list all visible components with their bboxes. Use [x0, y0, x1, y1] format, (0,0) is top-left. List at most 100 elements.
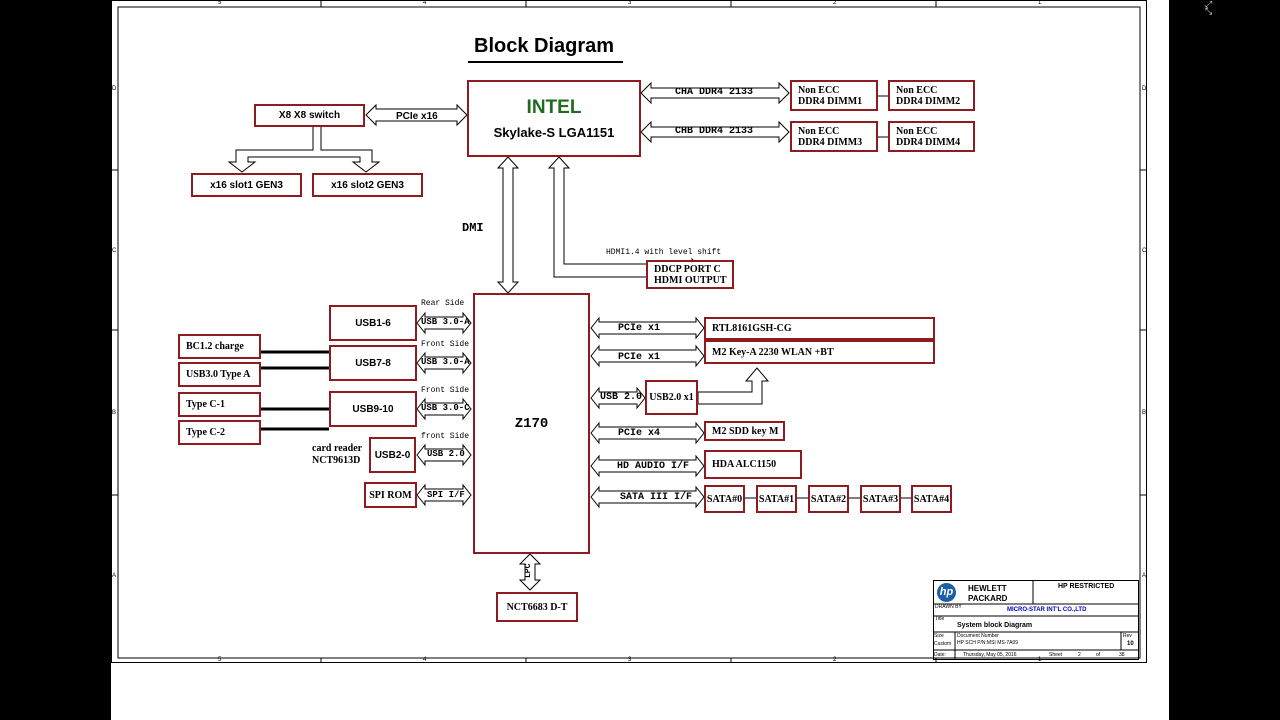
rear-side-label: Rear Side [421, 299, 465, 308]
hp-logo-text: hp [939, 586, 954, 598]
company-line1: HEWLETT [968, 584, 1007, 593]
usb20-link-label: USB 2.0 [427, 449, 465, 459]
chb-label: CHB DDR4 2133 [675, 126, 754, 137]
pcie-x4-label: PCIe x4 [618, 428, 661, 439]
sata1-block: SATA#1 [756, 485, 797, 513]
col-mark: 5 [218, 0, 222, 6]
col-mark: 3 [628, 657, 632, 663]
row-mark: C [1142, 248, 1147, 254]
pcie-x16-label: PCIe x16 [396, 111, 438, 122]
usb30-type-a-block: USB3.0 Type A [178, 362, 261, 387]
of-label: of [1096, 652, 1101, 658]
switch-label: X8 X8 switch [278, 110, 341, 121]
sata-label: SATA#4 [913, 493, 950, 505]
row-mark: D [1142, 86, 1147, 92]
col-mark: 4 [423, 657, 427, 663]
lpc-label: LPC [524, 563, 533, 578]
dimm-line2: DDR4 DIMM3 [798, 136, 863, 148]
x16-slot1-block: x16 slot1 GEN3 [191, 173, 302, 197]
bc12-label: BC1.2 charge [186, 341, 244, 352]
page-title: Block Diagram [474, 35, 615, 57]
usb20-x1-block: USB2.0 x1 [645, 380, 698, 415]
title-block: hp HEWLETT PACKARD HP RESTRICTED DRAWN B… [933, 580, 1139, 660]
hdmi-line1: DDCP PORT C [654, 263, 721, 275]
col-mark: 2 [833, 0, 837, 6]
bc12-charge-block: BC1.2 charge [178, 334, 261, 359]
sata-label: SATA#2 [810, 493, 847, 505]
size-label: Size [934, 633, 944, 639]
type-c2-label: Type C-2 [186, 427, 225, 438]
type-c2-block: Type C-2 [178, 420, 261, 445]
slot1-label: x16 slot1 GEN3 [210, 179, 283, 191]
sata-if-label: SATA III I/F [620, 492, 693, 503]
m2-ssd-block: M2 SDD key M [704, 421, 785, 441]
sata2-block: SATA#2 [808, 485, 849, 513]
type-c1-block: Type C-1 [178, 392, 261, 417]
dimm-line1: Non ECC [896, 125, 938, 137]
cpu-block: INTEL Skylake-S LGA1151 [467, 80, 641, 157]
dimm-line2: DDR4 DIMM2 [896, 95, 961, 107]
type-a-label: USB3.0 Type A [186, 369, 251, 380]
sata3-block: SATA#3 [860, 485, 901, 513]
restricted-label: HP RESTRICTED [1058, 583, 1115, 590]
row-mark: B [1142, 410, 1147, 416]
connector-lines [227, 61, 911, 591]
usb30a-link-label: USB 3.0-A [421, 357, 470, 367]
usb20-right-label: USB 2.0 [600, 392, 643, 403]
slot2-label: x16 slot2 GEN3 [331, 179, 404, 191]
cha-label: CHA DDR4 2133 [675, 87, 754, 98]
date-label: Date: [934, 652, 946, 658]
spi-if-label: SPI I/F [427, 490, 465, 500]
wlan-label: M2 Key-A 2230 WLAN +BT [712, 346, 834, 358]
rev-value: 10 [1127, 641, 1134, 647]
sheet-value: 2 [1078, 652, 1081, 658]
drawn-by-label: DRAWN BY [935, 604, 962, 610]
wlan-block: M2 Key-A 2230 WLAN +BT [704, 340, 935, 364]
schematic-sheet: 5 4 3 2 1 5 4 3 2 1 D C B A D C B A [111, 0, 1169, 720]
cpu-brand: INTEL [526, 97, 582, 118]
usb20-x1-label: USB2.0 x1 [649, 392, 694, 403]
col-mark: 2 [833, 657, 837, 663]
usb7-8-block: USB7-8 [329, 345, 417, 381]
row-mark: D [112, 86, 117, 92]
title-block-grid [933, 580, 1139, 660]
dimm-line2: DDR4 DIMM4 [896, 136, 961, 148]
row-mark: A [1142, 573, 1147, 579]
sata4-block: SATA#4 [911, 485, 952, 513]
cpu-model: Skylake-S LGA1151 [493, 125, 615, 140]
row-mark: A [112, 573, 117, 579]
usb2-0-block: USB2-0 [369, 437, 416, 473]
docnum-value: HP SCH P/N:MSI MS-7A09 [957, 640, 1019, 646]
dmi-label: DMI [462, 221, 484, 235]
spi-rom-block: SPI ROM [364, 482, 417, 508]
dimm3-block: Non ECC DDR4 DIMM3 [790, 121, 878, 152]
company-line2: PACKARD [968, 594, 1008, 603]
superio-label: NCT6683 D-T [506, 601, 568, 613]
title-value: System block Diagram [957, 622, 1033, 629]
dimm-line1: Non ECC [896, 84, 938, 96]
pcie-switch-block: X8 X8 switch [254, 104, 365, 127]
sata-label: SATA#0 [706, 493, 743, 505]
title-field-label: Title [935, 616, 945, 622]
pcie-x1-label: PCIe x1 [618, 323, 661, 334]
col-mark: 4 [423, 0, 427, 6]
spi-rom-label: SPI ROM [369, 489, 412, 501]
dimm1-block: Non ECC DDR4 DIMM1 [790, 80, 878, 111]
audio-codec-block: HDA ALC1150 [704, 450, 802, 479]
sata-label: SATA#3 [862, 493, 899, 505]
hp-logo: hp [937, 583, 956, 602]
maker-label: MICRO-STAR INT'L CO.,LTD [1007, 607, 1087, 613]
usb1-6-label: USB1-6 [355, 317, 391, 329]
dimm-line1: Non ECC [798, 84, 840, 96]
usb30c-link-label: USB 3.0-C [421, 403, 470, 413]
row-mark: B [112, 410, 117, 416]
col-mark: 5 [218, 657, 222, 663]
front-side-label: Front Side [421, 340, 470, 349]
col-mark: 1 [1038, 0, 1042, 6]
lan-label: RTL8161GSH-CG [712, 323, 792, 334]
front-side-label: Front Side [421, 386, 470, 395]
sata0-block: SATA#0 [704, 485, 745, 513]
corner-expand-icon[interactable]: ⤢⤡ [1205, 0, 1213, 17]
dimm-line1: Non ECC [798, 125, 840, 137]
usb1-6-block: USB1-6 [329, 305, 417, 341]
